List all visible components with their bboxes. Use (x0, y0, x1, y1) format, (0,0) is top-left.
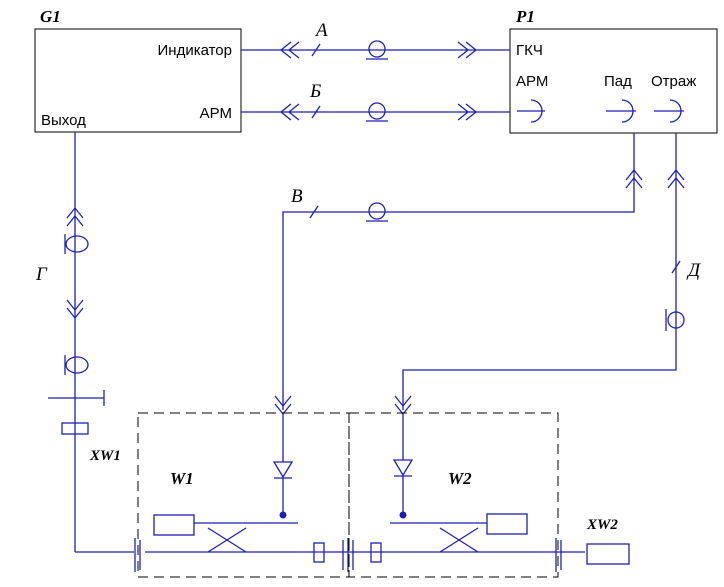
cable-d-plug-top-icon (667, 168, 685, 189)
cable-v-label: В (291, 186, 303, 207)
coupler-w2-diode-icon (392, 459, 414, 477)
cable-a-tick-icon (311, 43, 321, 57)
coupler-w2-load-icon (486, 513, 528, 535)
adapter-xw2-body (586, 543, 630, 565)
cable-g-flange-icon (48, 390, 105, 406)
flange-right-icon (555, 538, 562, 572)
coupler-w1-label: W1 (170, 469, 194, 488)
coupler-w1-load-icon (153, 514, 195, 536)
cable-a-label: А (314, 20, 328, 41)
cable-b-label: Б (309, 81, 321, 102)
cable-g-coil-bottom-icon (64, 355, 89, 375)
block-p1: P1 ГКЧ АРМ Пад Отраж (509, 7, 718, 134)
load-w1-icon (313, 542, 325, 563)
coupler-w1-diode-icon (272, 461, 294, 479)
g1-output-port-label: Выход (41, 112, 86, 129)
g1-indicator-port-label: Индикатор (158, 42, 233, 59)
block-g1-frame (34, 28, 242, 133)
coupler-w2-label: W2 (448, 469, 472, 488)
load-w2-icon (370, 542, 382, 563)
cable-a: А (241, 20, 510, 60)
cable-g-coil-top-icon (64, 234, 89, 254)
p1-otrazh-port-label: Отраж (651, 73, 696, 90)
cable-g-plug-top-icon (66, 206, 84, 227)
cable-b-plug-left-icon (279, 103, 300, 121)
p1-arm-port-label: АРМ (516, 73, 548, 90)
block-p1-id: P1 (515, 7, 535, 26)
cable-a-plug-left-icon (279, 41, 300, 59)
cable-d-coil-icon (665, 309, 685, 331)
block-p1-frame (509, 28, 718, 134)
cable-v-tick-icon (309, 205, 319, 219)
cable-g-plug-middle-icon (66, 299, 84, 320)
coupler-w2-cross-icon (439, 527, 479, 553)
cable-d-tick-icon (671, 260, 681, 274)
adapter-xw2-label: XW2 (586, 517, 618, 533)
p1-gkch-port-label: ГКЧ (516, 42, 543, 59)
cable-b-coil-icon (366, 102, 388, 122)
cable-d: Д (394, 133, 701, 416)
block-g1: G1 Индикатор АРМ Выход (34, 7, 242, 133)
coupler-w1-junction-icon (279, 511, 287, 519)
coupler-w2-frame (348, 412, 559, 578)
cable-a-plug-right-icon (457, 41, 478, 59)
cable-b-plug-right-icon (457, 103, 478, 121)
p1-otrazh-port-icon (654, 99, 684, 123)
cable-v-plug-top-icon (625, 168, 643, 189)
adapter-xw2: XW2 (586, 517, 630, 565)
coupler-w2: W2 (348, 412, 559, 578)
adapter-xw1: XW1 (61, 422, 121, 464)
cable-d-label: Д (686, 260, 701, 281)
p1-pad-port-label: Пад (604, 73, 632, 90)
cable-v-coil-icon (366, 202, 388, 222)
coupler-w1-cross-icon (207, 527, 247, 553)
g1-arm-port-label: АРМ (200, 105, 232, 122)
flange-left-icon (134, 538, 141, 572)
p1-arm-port-icon (517, 99, 545, 123)
p1-pad-port-icon (606, 99, 636, 123)
adapter-xw1-body (61, 422, 89, 435)
coupler-w2-junction-icon (399, 511, 407, 519)
cable-b-tick-icon (311, 105, 321, 119)
cable-g: Г (35, 132, 105, 552)
cable-v: В (274, 133, 643, 416)
flange-middle-icon (342, 538, 354, 572)
cable-g-label: Г (35, 264, 48, 285)
cable-a-coil-icon (366, 40, 388, 60)
waveguide-line (75, 538, 585, 572)
cable-b: Б (241, 81, 510, 122)
adapter-xw1-label: XW1 (89, 448, 121, 464)
block-g1-id: G1 (40, 7, 61, 26)
